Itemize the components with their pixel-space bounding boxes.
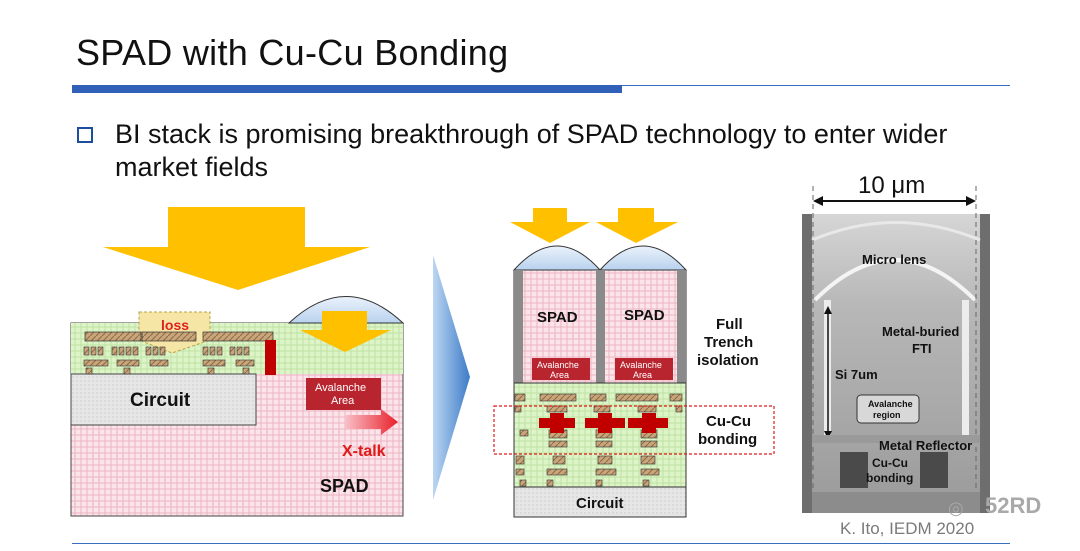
footer-rule bbox=[72, 543, 1010, 544]
left-avalanche-label-2: Area bbox=[331, 395, 355, 407]
middle-circuit-block bbox=[513, 486, 687, 518]
via-row bbox=[83, 346, 255, 375]
middle-metal-stack bbox=[514, 393, 683, 487]
sem-cu-pillar bbox=[920, 452, 948, 488]
middle-spad-label-right: SPAD bbox=[624, 307, 665, 324]
watermark: 52RD bbox=[985, 493, 1042, 518]
sem-lens-arc bbox=[813, 258, 977, 302]
full-trench-label-1: Full bbox=[716, 316, 743, 333]
cucu-label-2: bonding bbox=[698, 431, 757, 448]
loss-label: loss bbox=[161, 317, 189, 333]
left-circuit-block bbox=[70, 373, 257, 426]
xtalk-label: X-talk bbox=[342, 443, 386, 460]
middle-avalanche-right bbox=[615, 358, 673, 380]
title-rule-accent bbox=[72, 85, 622, 93]
si-label: Si 7um bbox=[835, 367, 878, 382]
sem-edge bbox=[802, 214, 812, 513]
sem-reflector bbox=[812, 435, 980, 443]
sem-cucu-label-1: Cu-Cu bbox=[872, 456, 908, 470]
sem-cu-pillar bbox=[840, 452, 868, 488]
left-circuit-label: Circuit bbox=[130, 390, 191, 411]
middle-diagram: SPAD SPAD Avalanche Area Avalanche Area … bbox=[493, 208, 775, 518]
scale-arrow-right bbox=[966, 196, 976, 206]
metal-line bbox=[141, 331, 197, 342]
scale-arrow-left bbox=[813, 196, 823, 206]
xtalk-arrow bbox=[345, 409, 398, 435]
sem-lens-top bbox=[811, 221, 981, 242]
scale-label: 10 μm bbox=[858, 172, 925, 199]
metal-line bbox=[84, 331, 142, 342]
middle-avalanche-left bbox=[532, 358, 590, 380]
slide-title: SPAD with Cu-Cu Bonding bbox=[76, 32, 509, 73]
left-micro-lens bbox=[287, 296, 405, 324]
bullet-text: BI stack is promising breakthrough of SP… bbox=[115, 119, 948, 182]
left-spad-label: SPAD bbox=[320, 476, 369, 496]
left-avalanche-label-1: Avalanche bbox=[315, 382, 366, 394]
cucu-bond-pads bbox=[539, 413, 668, 433]
bullet-square-icon bbox=[77, 127, 93, 143]
sem-lower-layer bbox=[812, 492, 980, 513]
trench-wall bbox=[514, 270, 523, 383]
middle-avalanche-right-2: Area bbox=[633, 370, 652, 380]
fti-label-2: FTI bbox=[912, 341, 932, 356]
sem-avalanche-label-1: Avalanche bbox=[868, 399, 913, 409]
middle-light-arrow-left bbox=[510, 208, 590, 243]
transition-arrow bbox=[433, 255, 470, 500]
trench-wall bbox=[596, 270, 605, 383]
sem-edge bbox=[980, 214, 990, 513]
fti-label-1: Metal-buried bbox=[882, 324, 959, 339]
wechat-icon: ◎ bbox=[948, 498, 964, 518]
sem-fti bbox=[962, 300, 969, 440]
si-arrow-head-top bbox=[824, 306, 832, 314]
middle-micro-lens-left bbox=[512, 245, 602, 271]
incident-light-arrow bbox=[103, 207, 370, 290]
full-trench-label-3: isolation bbox=[697, 352, 759, 369]
trench-wall bbox=[677, 270, 686, 383]
middle-micro-lens-right bbox=[598, 245, 688, 271]
metal-line bbox=[202, 331, 274, 342]
sem-background bbox=[802, 214, 990, 513]
cucu-bonding-box bbox=[493, 405, 775, 455]
middle-spad-label-left: SPAD bbox=[537, 309, 578, 326]
sem-avalanche-label-2: region bbox=[873, 410, 901, 420]
left-diagram: loss Circuit Avalanche Area X-talk SPAD bbox=[70, 207, 405, 517]
sem-cucu-label-2: bonding bbox=[866, 471, 913, 485]
sem-image: 10 μm Micro lens Metal-buried FTI Si 7um… bbox=[802, 172, 990, 513]
sem-avalanche-region bbox=[856, 394, 920, 424]
left-red-trench bbox=[265, 340, 276, 375]
reflector-label: Metal Reflector bbox=[879, 438, 972, 453]
middle-avalanche-left-1: Avalanche bbox=[537, 360, 579, 370]
middle-avalanche-right-1: Avalanche bbox=[620, 360, 662, 370]
cucu-label-1: Cu-Cu bbox=[706, 413, 751, 430]
lens-light-arrow bbox=[300, 311, 391, 352]
citation: K. Ito, IEDM 2020 bbox=[840, 519, 975, 538]
middle-circuit-label: Circuit bbox=[576, 495, 624, 512]
micro-lens-label: Micro lens bbox=[862, 252, 926, 267]
left-avalanche-area bbox=[306, 378, 381, 410]
full-trench-label-2: Trench bbox=[704, 334, 753, 351]
middle-light-arrow-right bbox=[596, 208, 678, 243]
middle-avalanche-left-2: Area bbox=[550, 370, 569, 380]
